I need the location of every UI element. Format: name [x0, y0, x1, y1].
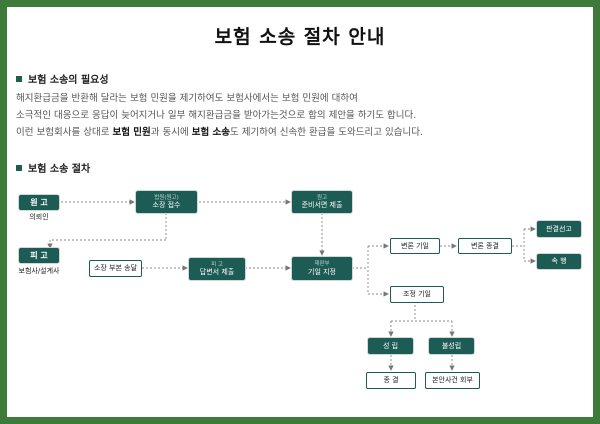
node-jojeong: 조정 기일 — [390, 286, 444, 303]
bullet-square-icon — [16, 165, 22, 171]
node-byeonron-end: 변론 종결 — [458, 238, 512, 254]
bullet-square-icon — [16, 76, 22, 82]
node-sojang: 법원(원고)소장 접수 — [136, 191, 197, 213]
node-byeonron-giil: 변론 기일 — [390, 238, 440, 254]
node-bulseongrip: 불성립 — [429, 338, 474, 354]
body-line-2: 소극적인 대응으로 응답이 늦어지거나 일부 해지환급금을 받아가는것으로 합의… — [16, 110, 417, 121]
node-boneon: 본안사건 회부 — [425, 372, 480, 389]
section-heading-necessity: 보험 소송의 필요성 — [16, 71, 109, 86]
node-sokhaeng: 속 행 — [537, 254, 581, 269]
node-budam: 소장 부본 송달 — [89, 260, 142, 277]
node-seongrip: 성 립 — [368, 338, 413, 354]
node-panggyeol: 판결선고 — [537, 221, 581, 237]
node-pigo-sub: 보험사/설계사 — [18, 267, 60, 275]
node-jonggyeol: 종 결 — [366, 372, 416, 389]
node-wongo-sub: 의뢰인 — [29, 213, 49, 221]
section-heading-procedure: 보험 소송 절차 — [16, 160, 90, 175]
body-line-3: 이런 보험회사를 상대로 보험 민원과 동시에 보험 소송도 제기하여 신속한 … — [16, 127, 423, 138]
page-title: 보험 소송 절차 안내 — [214, 26, 386, 48]
node-pigo: 피 고 — [19, 248, 59, 263]
node-wongo: 원 고 — [19, 195, 59, 210]
body-line-1: 해지환급금을 반환해 달라는 보험 민원을 제기하여도 보험사에서는 보험 민원… — [16, 93, 358, 104]
